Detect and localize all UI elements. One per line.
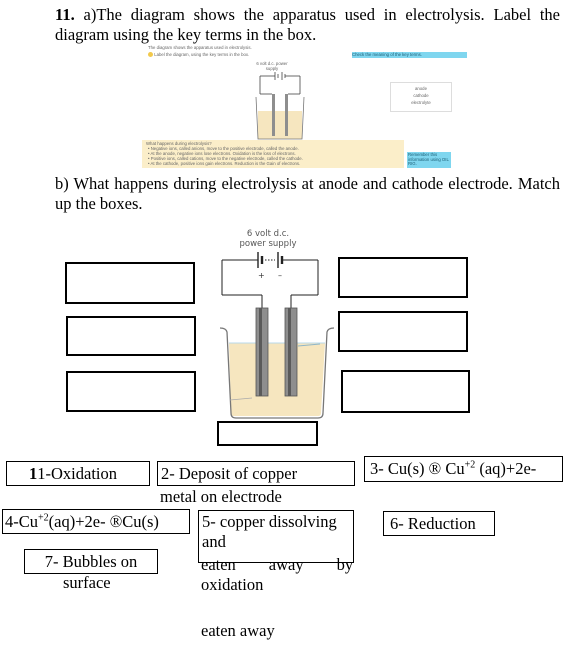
supply-label-line1: 6 volt d.c. (246, 229, 290, 239)
match-box-5-continuation: eaten away by oxidation (201, 555, 354, 595)
part-a-text: a)The diagram shows the apparatus used i… (55, 5, 561, 44)
match-box-6-label: 6- Reduction (390, 514, 476, 533)
beaker (219, 327, 335, 419)
supply-label-line2: power supply (239, 239, 297, 249)
anode-electrode (255, 307, 269, 397)
cathode-electrode (284, 307, 298, 397)
worksheet-instruction: Label the diagram, using the key terms i… (148, 52, 249, 58)
note-line: • Negative ions, called anions, move to … (148, 146, 299, 151)
note-line: • At the cathode, positive ions gain ele… (148, 161, 301, 166)
match-box-4[interactable]: 4-Cu+2(aq)+2e- ®Cu(s) (2, 509, 190, 534)
key-term: electrolyte (411, 100, 431, 105)
remember-banner: Remember this information using OIL RIG. (407, 152, 451, 168)
circuit-wires (221, 260, 319, 308)
supply-label: 6 volt d.c. power supply (228, 229, 308, 249)
match-box-6[interactable]: 6- Reduction (383, 511, 495, 536)
notes-panel: What happens during electrolysis? • Nega… (142, 140, 404, 168)
match-box-1-label: 1-Oxidation (37, 464, 117, 483)
match-box-3[interactable]: 3- Cu(s) ® Cu+2 (aq)+2e- (364, 456, 563, 482)
answer-box-bottom[interactable] (217, 421, 318, 446)
match-box-2-continuation: metal on electrode (160, 487, 282, 506)
match-box-2[interactable]: 2- Deposit of copper (157, 461, 355, 486)
match-box-2-label: 2- Deposit of copper (161, 464, 298, 483)
mini-apparatus (255, 72, 305, 140)
apparatus-diagram: + – (219, 252, 335, 419)
worksheet-supply-label: 6 volt d.c. power supply (256, 61, 288, 71)
note-line: • At the anode, negative ions lose elect… (148, 151, 296, 156)
answer-box-right-1[interactable] (338, 257, 468, 298)
match-box-1[interactable]: 11-Oxidation (6, 461, 150, 486)
pointer-line (297, 343, 321, 347)
worksheet-heading: The diagram shows the apparatus used in … (148, 45, 252, 50)
match-box-5-line: and (202, 532, 226, 551)
electrolyte (229, 343, 325, 416)
notes-title: What happens during electrolysis? (146, 141, 212, 146)
answer-box-right-3[interactable] (341, 370, 470, 413)
answer-box-left-1[interactable] (65, 262, 195, 304)
battery-symbol (222, 252, 318, 268)
key-term: anode (415, 86, 427, 91)
question-part-a: 11. a)The diagram shows the apparatus us… (55, 5, 560, 45)
match-box-7-label: 7- Bubbles on (44, 552, 138, 571)
question-part-b: b) What happens during electrolysis at a… (55, 174, 560, 213)
match-box-5-line: 5- copper dissolving (202, 512, 337, 531)
match-box-4-label: 4-Cu+2(aq)+2e- ®Cu(s) (5, 512, 159, 531)
answer-box-left-2[interactable] (66, 316, 196, 356)
key-term: cathode (413, 93, 429, 98)
answer-box-left-3[interactable] (66, 371, 196, 412)
match-box-3-label: 3- Cu(s) ® Cu+2 (aq)+2e- (370, 459, 537, 478)
answer-box-right-2[interactable] (338, 311, 468, 352)
key-terms-box: anode cathode electrolyte (390, 82, 452, 112)
check-banner: Check the meaning of the key terms. (352, 52, 467, 58)
match-box-7-continuation: surface (63, 573, 111, 592)
worksheet-image: The diagram shows the apparatus used in … (140, 44, 470, 168)
note-line: • Positive ions, called cations, move to… (148, 156, 303, 161)
minus-sign: – (278, 271, 282, 280)
question-number: 11. (55, 5, 75, 24)
plus-sign: + (258, 271, 265, 280)
match-box-5[interactable]: 5- copper dissolving and (198, 510, 354, 563)
pointer-line (229, 397, 253, 401)
match-box-7[interactable]: 7- Bubbles on (24, 549, 158, 574)
stray-text: eaten away (201, 621, 275, 640)
